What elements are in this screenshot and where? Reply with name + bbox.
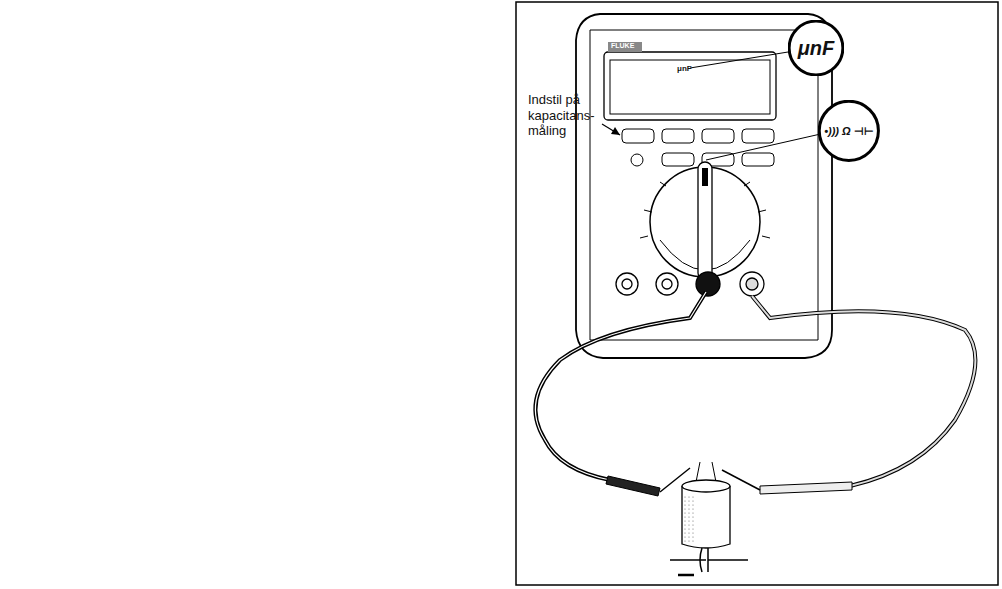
callout-text: •))) Ω ⊣⊢ (824, 125, 874, 138)
brand-logo: FLUKE (611, 42, 634, 50)
callout-label: Indstil på kapacitans-måling (528, 92, 606, 139)
display-reading: μnF (677, 64, 692, 74)
callout-text: μnF (798, 37, 835, 60)
function-callout-circle: •))) Ω ⊣⊢ (818, 100, 880, 162)
callout-circle: μnF (788, 20, 844, 76)
